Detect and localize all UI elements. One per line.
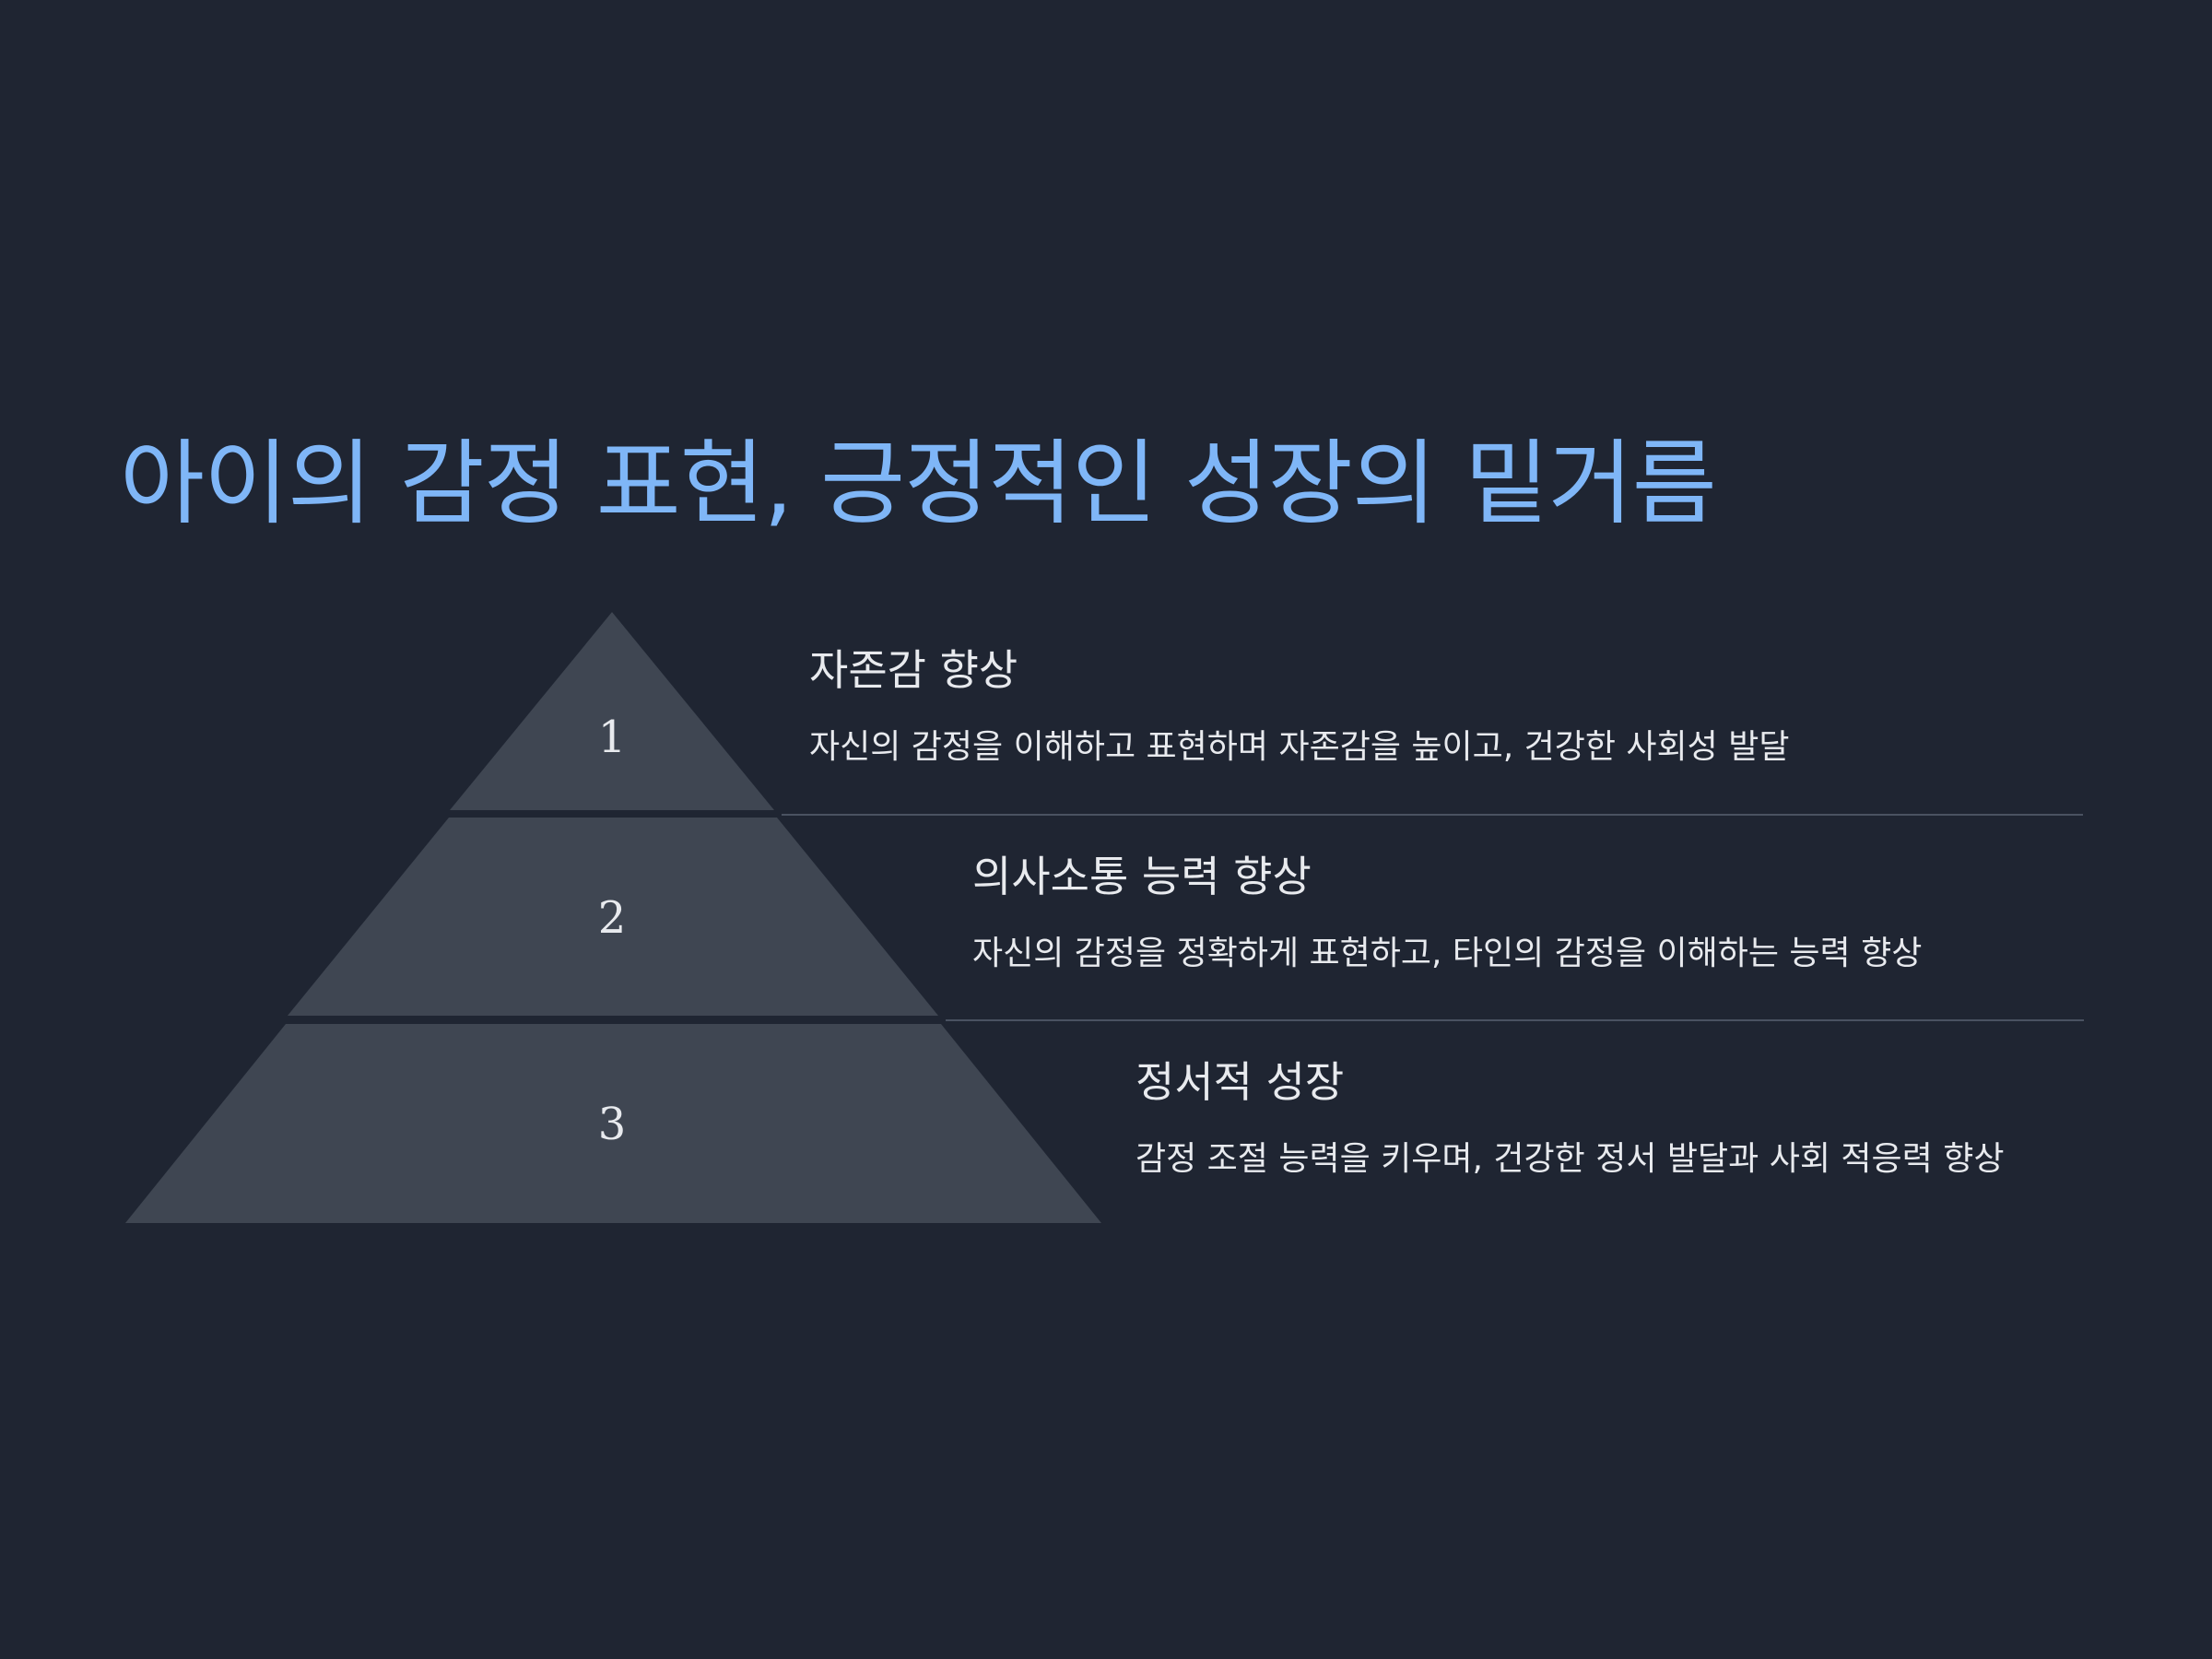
level-1-description: 자신의 감정을 이해하고 표현하며 자존감을 높이고, 건강한 사회성 발달 bbox=[809, 728, 1790, 767]
pyramid-tier-3 bbox=[125, 1024, 1101, 1223]
level-1-text: 자존감 향상 자신의 감정을 이해하고 표현하며 자존감을 높이고, 건강한 사… bbox=[809, 645, 1789, 767]
level-1-heading: 자존감 향상 bbox=[809, 645, 1018, 695]
pyramid-tier-1 bbox=[450, 612, 774, 810]
divider-2 bbox=[946, 1019, 2084, 1021]
pyramid-tier-2-number: 2 bbox=[598, 892, 627, 944]
pyramid-tier-3-number: 3 bbox=[598, 1099, 627, 1150]
level-2-description: 자신의 감정을 정확하게 표현하고, 타인의 감정을 이해하는 능력 향상 bbox=[972, 935, 1923, 973]
slide-title: 아이의 감정 표현, 긍정적인 성장의 밑거름 bbox=[120, 429, 1717, 537]
level-3-text: 정서적 성장 감정 조절 능력을 키우며, 건강한 정서 발달과 사회 적응력 … bbox=[1135, 1057, 2004, 1179]
divider-1 bbox=[782, 814, 2083, 816]
pyramid-tier-2 bbox=[288, 818, 938, 1016]
level-3-heading: 정서적 성장 bbox=[1135, 1057, 1345, 1107]
level-2-heading: 의사소통 능력 향상 bbox=[972, 852, 1312, 901]
level-3-description: 감정 조절 능력을 키우며, 건강한 정서 발달과 사회 적응력 향상 bbox=[1135, 1140, 2005, 1179]
level-2-text: 의사소통 능력 향상 자신의 감정을 정확하게 표현하고, 타인의 감정을 이해… bbox=[972, 852, 1922, 973]
pyramid-tier-1-number: 1 bbox=[598, 712, 627, 763]
